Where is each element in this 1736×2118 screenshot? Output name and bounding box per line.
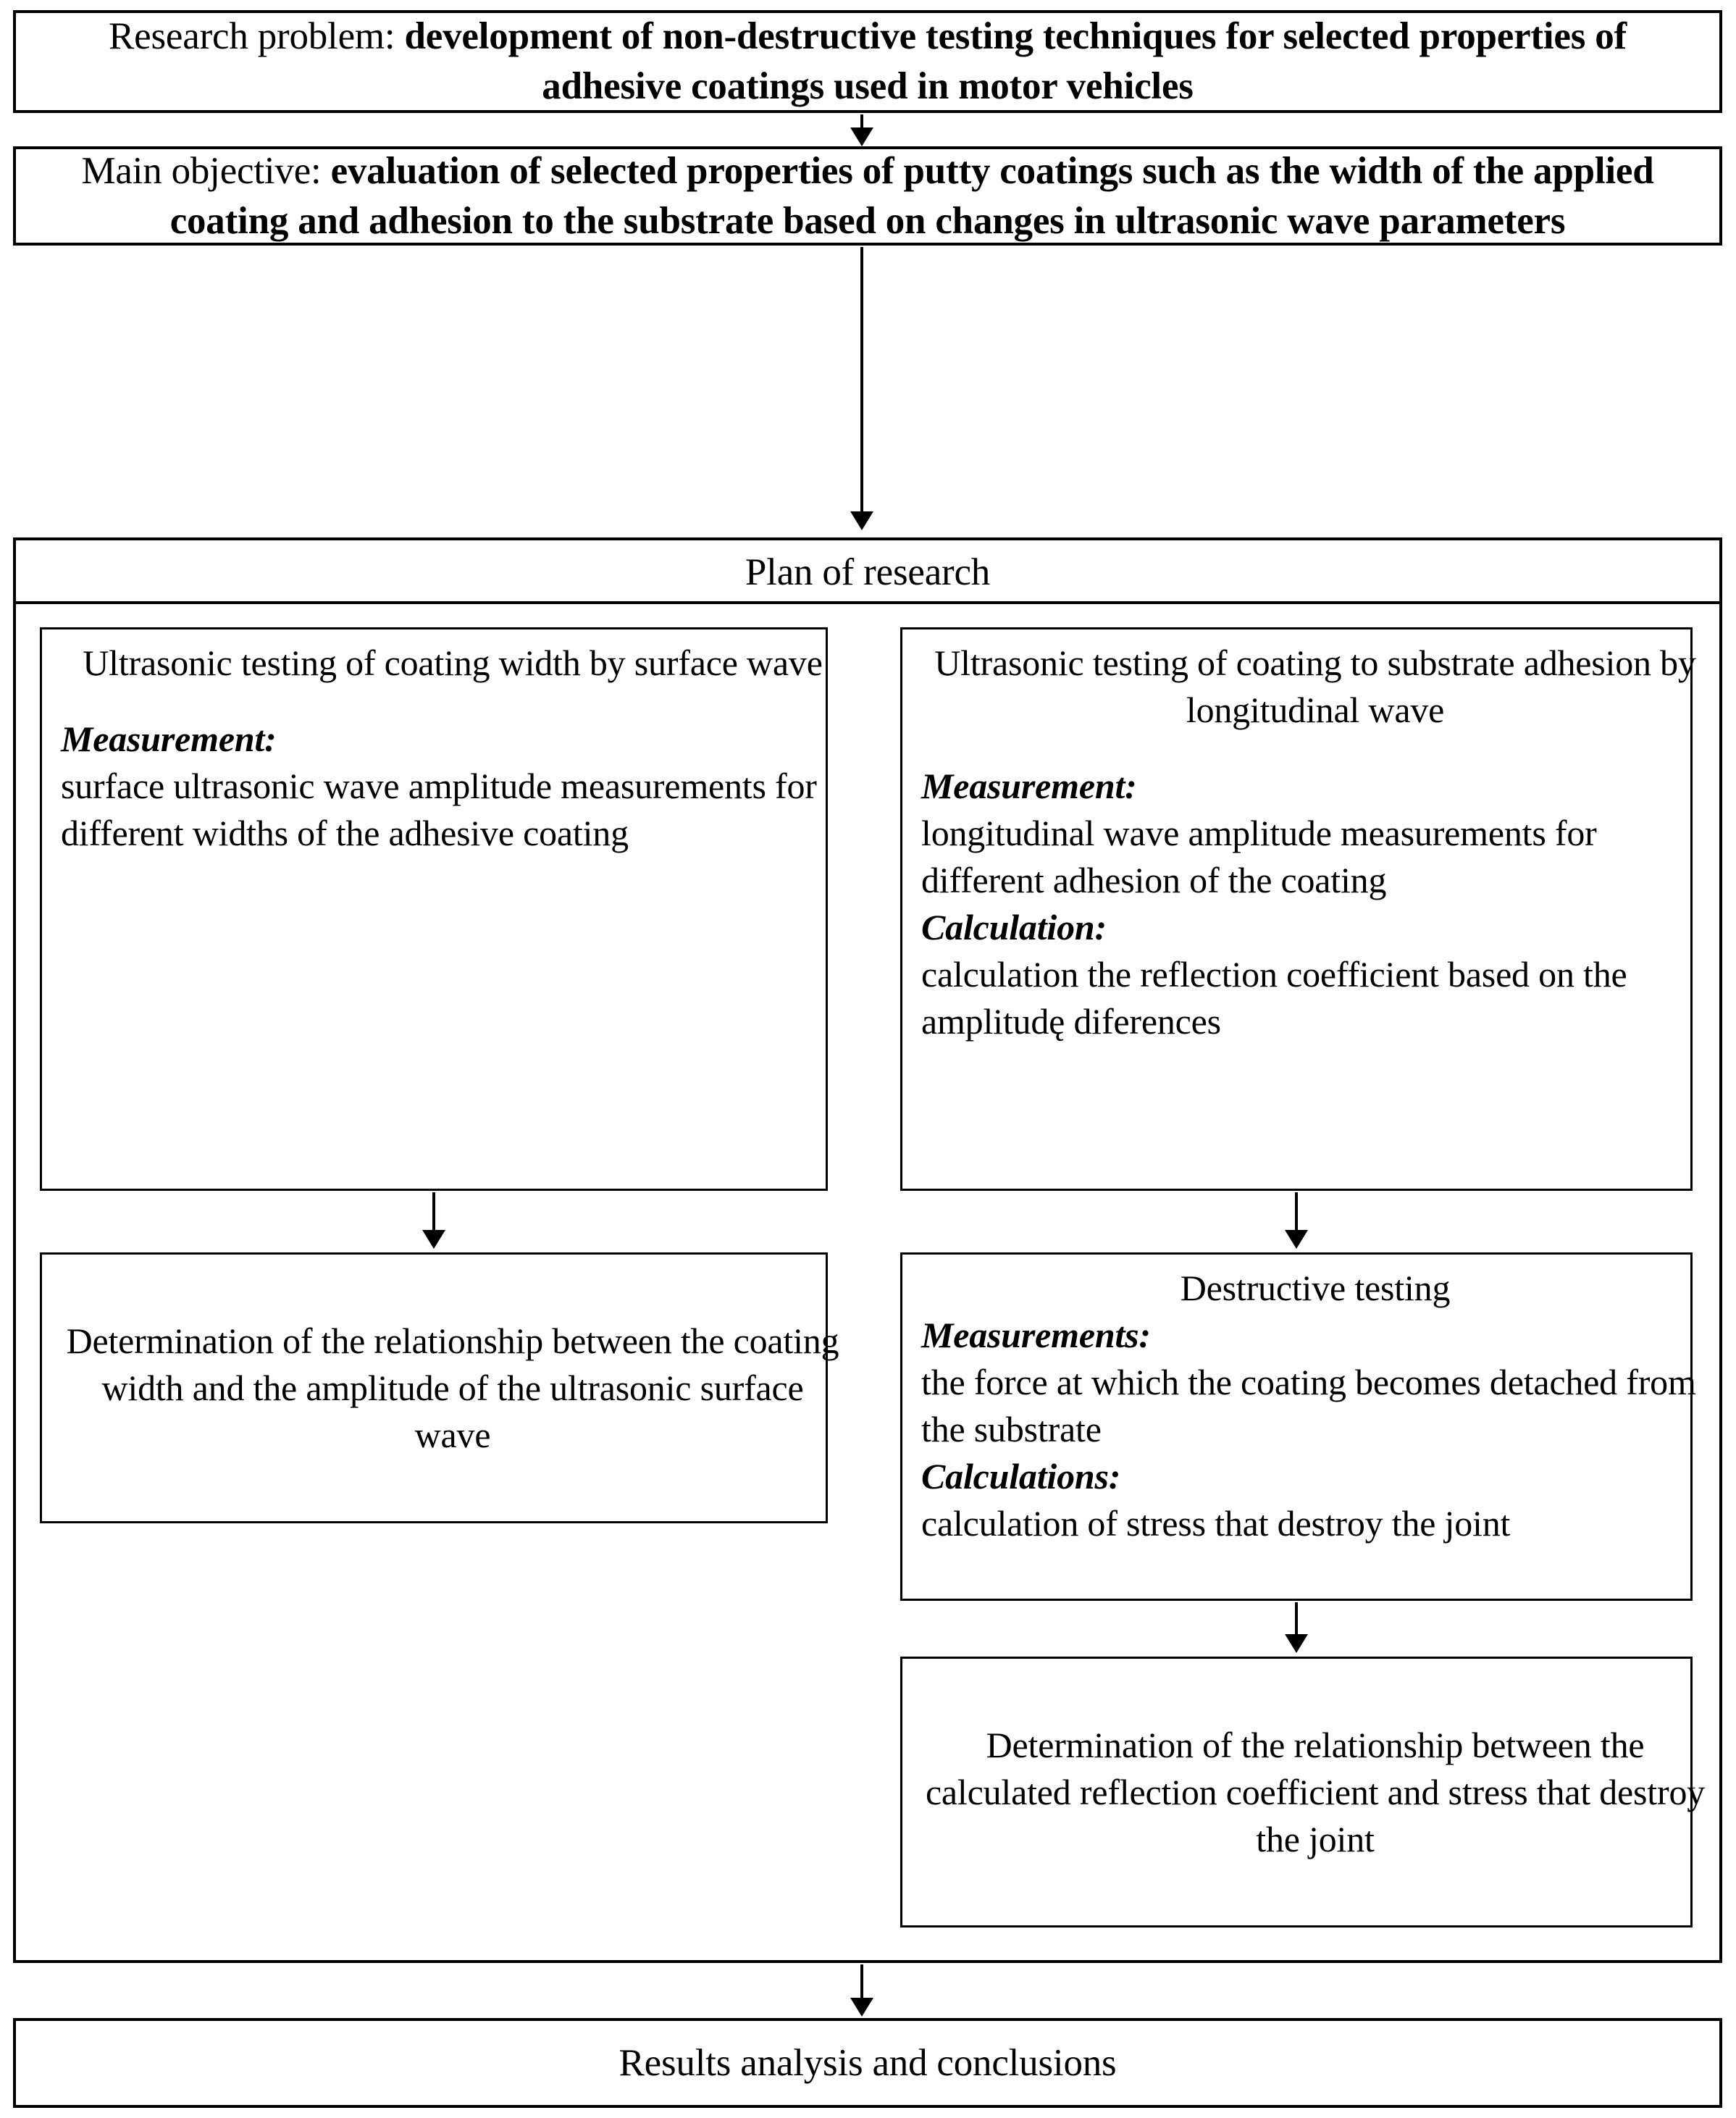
results-text: Results analysis and conclusions (618, 2041, 1117, 2084)
right-top-measurement-label-row: Measurement: (921, 763, 1709, 810)
left-top-measurement-label-row: Measurement: (61, 716, 844, 763)
plan-of-research-title: Plan of research (745, 551, 991, 593)
main-objective-text: Main objective: evaluation of selected p… (16, 146, 1719, 246)
right-top-measurement-text: longitudinal wave amplitude measurements… (921, 813, 1597, 900)
left-top-measurement-text: surface ultrasonic wave amplitude measur… (61, 766, 817, 853)
destructive-calculations-text: calculation of stress that destroy the j… (921, 1503, 1511, 1544)
connector-right-top-destructive (1295, 1192, 1298, 1234)
node-left-ultrasonic-width: Ultrasonic testing of coating width by s… (40, 627, 828, 1191)
arrowhead-objective-plan (850, 511, 873, 530)
right-bottom-text: Determination of the relationship betwee… (925, 1724, 1706, 1859)
destructive-calculations-label-row: Calculations: (921, 1453, 1709, 1500)
right-top-measurement-label: Measurement: (921, 766, 1137, 806)
node-results-conclusions: Results analysis and conclusions (13, 2018, 1722, 2108)
node-right-determination: Determination of the relationship betwee… (900, 1657, 1705, 1927)
destructive-measurements-text: the force at which the coating becomes d… (921, 1362, 1696, 1449)
destructive-measurements-label-row: Measurements: (921, 1312, 1709, 1359)
right-top-headline: Ultrasonic testing of coating to substra… (934, 642, 1696, 730)
connector-destructive-right-bottom (1295, 1602, 1298, 1638)
right-top-calculation-label-row: Calculation: (921, 904, 1709, 951)
destructive-calculations-label: Calculations: (921, 1456, 1121, 1497)
main-objective-value: evaluation of selected properties of put… (169, 149, 1654, 242)
node-left-determination: Determination of the relationship betwee… (40, 1252, 839, 1523)
arrowhead-left-top-bottom (422, 1230, 445, 1249)
spacer (61, 687, 844, 716)
arrowhead-plan-results (850, 1998, 873, 2017)
node-research-problem: Research problem: development of non-des… (13, 10, 1722, 113)
left-bottom-text: Determination of the relationship betwee… (66, 1320, 839, 1455)
node-main-objective: Main objective: evaluation of selected p… (13, 146, 1722, 246)
plan-title-divider (13, 601, 1722, 604)
research-problem-value: development of non-destructive testing t… (404, 15, 1627, 107)
node-right-ultrasonic-adhesion: Ultrasonic testing of coating to substra… (900, 627, 1696, 1191)
left-top-measurement-label: Measurement: (61, 719, 277, 759)
connector-left-top-bottom (432, 1192, 435, 1234)
node-destructive-testing: Destructive testing Measurements: the fo… (900, 1252, 1696, 1601)
connector-objective-plan (860, 247, 863, 522)
right-top-calculation-label: Calculation: (921, 907, 1107, 947)
destructive-measurements-label: Measurements: (921, 1315, 1151, 1355)
left-top-headline: Ultrasonic testing of coating width by s… (83, 642, 823, 683)
destructive-testing-headline: Destructive testing (1180, 1268, 1451, 1308)
connector-plan-results (860, 1964, 863, 2008)
main-objective-label: Main objective: (81, 149, 331, 192)
arrowhead-right-top-destructive (1285, 1230, 1308, 1249)
plan-of-research-title-area: Plan of research (13, 545, 1722, 600)
spacer (921, 734, 1709, 763)
arrowhead-destructive-right-bottom (1285, 1634, 1308, 1653)
right-top-calculation-text: calculation the reflection coefficient b… (921, 954, 1627, 1042)
research-problem-text: Research problem: development of non-des… (16, 12, 1719, 112)
research-problem-label: Research problem: (109, 15, 405, 58)
arrowhead-problem-objective (850, 127, 873, 146)
